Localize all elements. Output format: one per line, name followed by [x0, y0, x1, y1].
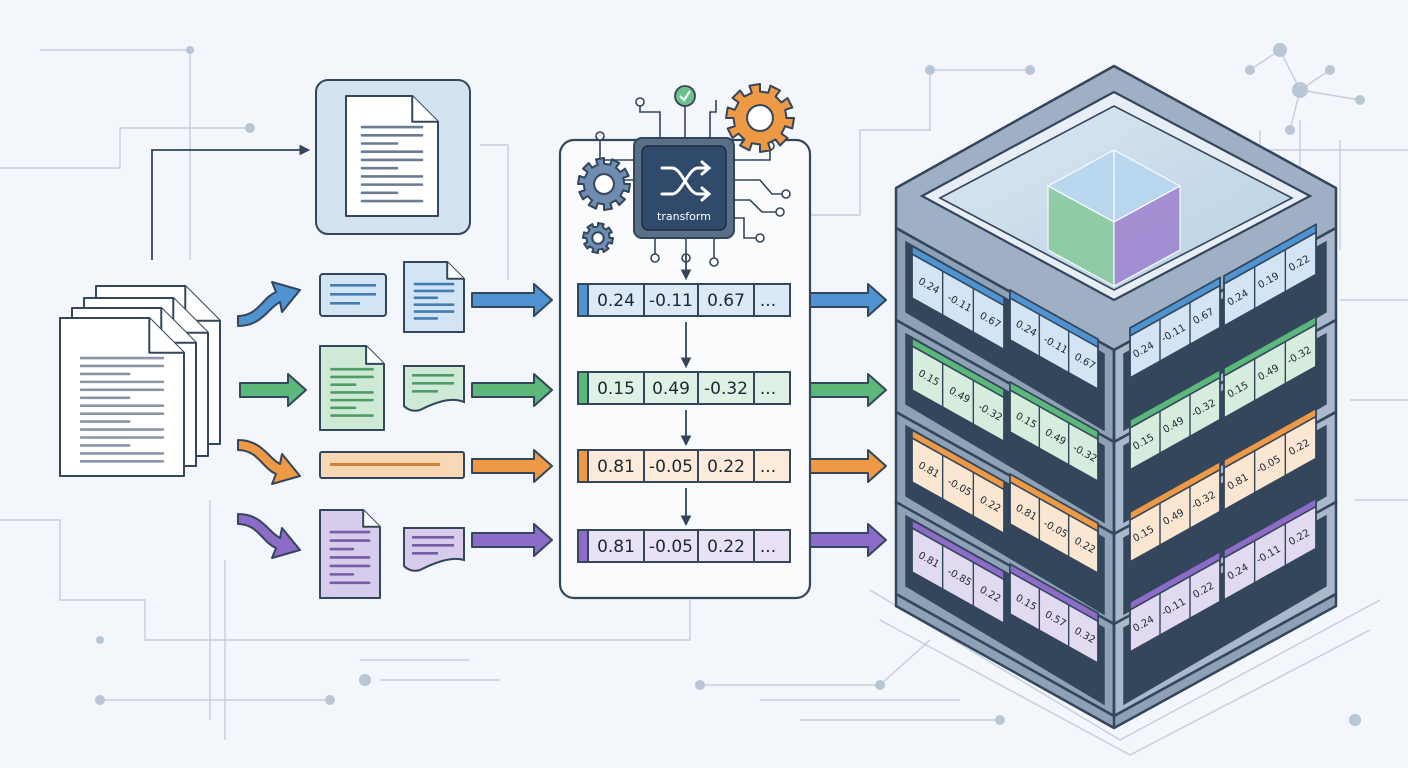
- vector-value: 0.15: [597, 379, 635, 399]
- chunk-row-blue: [237, 261, 887, 333]
- chunk-row-green: [239, 345, 887, 431]
- flow-arrow-icon: [809, 449, 887, 483]
- embedding-vector-purple: 0.81 -0.05 0.22...: [577, 529, 791, 563]
- flow-arrow-icon: [237, 281, 301, 327]
- vector-value: -0.05: [649, 457, 693, 477]
- flow-arrow-icon: [471, 373, 553, 407]
- chunk-row-orange: [237, 439, 887, 485]
- embedding-cube-icon: [1046, 149, 1182, 288]
- vector-record: 0.24-0.110.22: [1223, 497, 1317, 601]
- source-document-stack: [59, 285, 221, 477]
- vector-record: 0.150.49-0.32: [1129, 368, 1221, 471]
- document-icon: [403, 261, 465, 333]
- transform-chip-assembly: transform: [577, 83, 795, 267]
- vector-record: 0.150.49-0.32: [911, 336, 1005, 443]
- embedding-vector-orange: 0.81 -0.05 0.22...: [577, 449, 791, 483]
- flow-arrow-icon: [237, 513, 301, 559]
- document-chunks: [237, 261, 887, 599]
- vector-value: -0.11: [649, 291, 693, 311]
- gear-icon: [577, 157, 631, 211]
- vector-value: 0.49: [652, 379, 690, 399]
- vector-value: 0.81: [597, 537, 635, 557]
- vector-record: 0.24-0.110.67: [1129, 276, 1221, 379]
- check-node-icon: [674, 85, 696, 107]
- selected-document-card: [315, 79, 471, 235]
- chunk-row-purple: [237, 509, 887, 599]
- vector-record: 0.81-0.850.22: [911, 518, 1005, 625]
- shuffle-icon: [660, 160, 712, 202]
- vector-value: ...: [760, 291, 776, 311]
- flow-arrow-icon: [471, 449, 553, 483]
- vector-record: 0.150.570.32: [1009, 562, 1099, 665]
- document-icon: [345, 95, 439, 217]
- vector-record: 0.81-0.050.22: [1009, 472, 1099, 575]
- flow-arrow-icon: [471, 523, 553, 557]
- vector-record: 0.240.190.22: [1223, 223, 1317, 327]
- gear-icon: [582, 222, 614, 254]
- vector-value: 0.24: [597, 291, 635, 311]
- vector-record: 0.24-0.110.22: [1129, 550, 1221, 653]
- vector-record: 0.150.49-0.32: [1223, 315, 1317, 419]
- flow-arrow-icon: [471, 283, 553, 317]
- vector-value: -0.32: [704, 379, 748, 399]
- flow-arrow-icon: [809, 283, 887, 317]
- vector-value: ...: [760, 457, 776, 477]
- document-icon: [319, 509, 381, 599]
- flow-arrow-icon: [237, 439, 301, 485]
- vector-record: 0.150.49-0.32: [1129, 460, 1221, 563]
- background-circuit-nodes: [95, 43, 1365, 726]
- flow-connector: [151, 144, 311, 260]
- embedding-vector-blue: 0.24 -0.11 0.67...: [577, 283, 791, 317]
- vector-value: ...: [760, 537, 776, 557]
- vector-record: 0.81-0.050.22: [1223, 407, 1317, 511]
- vector-value: 0.81: [597, 457, 635, 477]
- vector-value: 0.67: [707, 291, 745, 311]
- document-icon: [59, 317, 185, 477]
- vector-record: 0.24-0.110.67: [1009, 288, 1099, 391]
- embedding-vectors: 0.24 -0.11 0.67... 0.15 0.49 -0.32... 0.81 -0.0…: [577, 254, 791, 563]
- vector-value: ...: [760, 379, 776, 399]
- vector-record: 0.81-0.050.22: [911, 428, 1005, 535]
- flow-arrow-icon: [239, 373, 307, 407]
- chip-label: transform: [657, 210, 711, 223]
- gear-icon: [725, 83, 795, 153]
- embedding-vector-green: 0.15 0.49 -0.32...: [577, 371, 791, 405]
- vector-value: 0.22: [707, 537, 745, 557]
- flow-arrow-icon: [809, 373, 887, 407]
- flow-arrow-icon: [809, 523, 887, 557]
- vector-record: 0.24-0.110.67: [911, 244, 1005, 351]
- document-icon: [319, 345, 385, 431]
- vector-value: -0.05: [649, 537, 693, 557]
- document-icon: [345, 95, 439, 217]
- vector-value: 0.22: [707, 457, 745, 477]
- vector-record: 0.150.49-0.32: [1009, 380, 1099, 483]
